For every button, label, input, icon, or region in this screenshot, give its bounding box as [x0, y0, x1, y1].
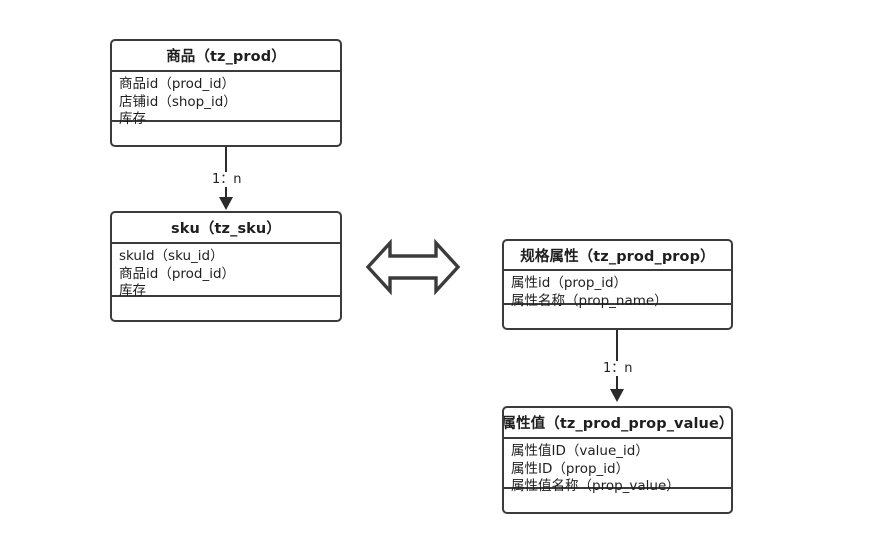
attribute-row: 属性名称（prop_name） — [511, 292, 668, 309]
connector-line — [616, 330, 618, 391]
entity-attributes-prod-prop-value: 属性值ID（value_id） 属性ID（prop_id） 属性值名称（prop… — [504, 439, 731, 494]
attribute-row: 属性ID（prop_id） — [511, 460, 630, 477]
attribute-row: 库存 — [119, 111, 146, 127]
entity-box-prod-prop[interactable]: 规格属性（tz_prod_prop） 属性id（prop_id） 属性名称（pr… — [502, 239, 733, 330]
double-headed-arrow-icon — [365, 234, 461, 300]
arrowhead-down-icon — [219, 197, 233, 210]
entity-title-prod-prop: 规格属性（tz_prod_prop） — [504, 241, 731, 271]
entity-methods-prod-prop — [504, 305, 731, 328]
entity-attributes-prod-prop: 属性id（prop_id） 属性名称（prop_name） — [504, 271, 731, 309]
entity-title-prod: 商品（tz_prod） — [112, 41, 340, 72]
entity-attributes-prod: 商品id（prod_id） 店铺id（shop_id） 库存 — [112, 72, 340, 127]
attribute-row: 商品id（prod_id） — [119, 265, 236, 282]
entity-box-prod-prop-value[interactable]: 属性值（tz_prod_prop_value） 属性值ID（value_id） … — [502, 406, 733, 514]
entity-title-sku: sku（tz_sku） — [112, 213, 340, 244]
entity-box-prod[interactable]: 商品（tz_prod） 商品id（prod_id） 店铺id（shop_id） … — [110, 39, 342, 147]
attribute-row: 库存 — [119, 283, 146, 299]
attribute-row: skuId（sku_id） — [119, 248, 224, 264]
attribute-row: 属性值ID（value_id） — [511, 443, 649, 459]
attribute-row: 属性id（prop_id） — [511, 275, 628, 291]
attribute-row: 商品id（prod_id） — [119, 76, 236, 92]
entity-title-prod-prop-value: 属性值（tz_prod_prop_value） — [504, 408, 731, 439]
arrowhead-down-icon — [610, 389, 624, 402]
entity-methods-prod — [112, 122, 340, 145]
entity-attributes-sku: skuId（sku_id） 商品id（prod_id） 库存 — [112, 244, 340, 299]
cardinality-label: 1：n — [209, 172, 245, 187]
entity-methods-prod-prop-value — [504, 489, 731, 512]
entity-methods-sku — [112, 297, 340, 320]
attribute-row: 属性值名称（prop_value） — [511, 478, 680, 494]
cardinality-label: 1：n — [600, 361, 636, 376]
attribute-row: 店铺id（shop_id） — [119, 93, 237, 110]
entity-box-sku[interactable]: sku（tz_sku） skuId（sku_id） 商品id（prod_id） … — [110, 211, 342, 322]
